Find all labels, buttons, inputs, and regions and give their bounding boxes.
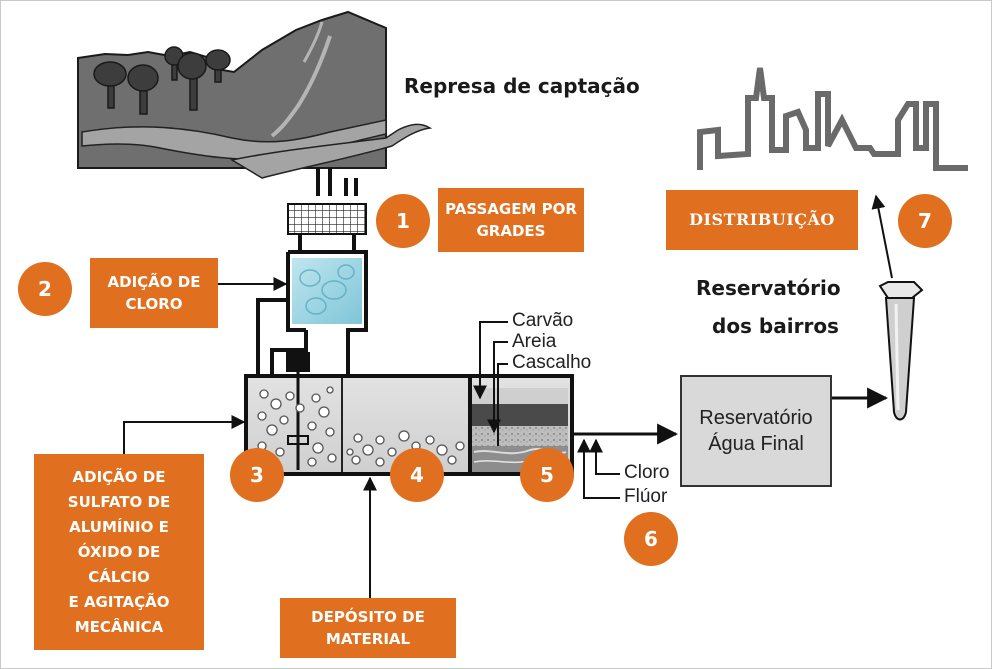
box-adicao-sulfato: ADIÇÃO DE SULFATO DE ALUMÍNIO E ÓXIDO DE… xyxy=(34,454,204,650)
title-represa: Represa de captação xyxy=(404,74,640,98)
label-cloro: Cloro xyxy=(624,462,670,483)
box-line: E AGITAÇÃO xyxy=(68,592,170,611)
step-2: 2 xyxy=(18,262,72,316)
box-line: MECÂNICA xyxy=(74,617,164,636)
box-line: DEPÓSITO DE xyxy=(311,608,425,626)
box-line: PASSAGEM POR xyxy=(445,200,577,218)
box-line: MATERIAL xyxy=(325,630,411,648)
label-carvao: Carvão xyxy=(512,310,574,331)
step-3: 3 xyxy=(230,448,284,502)
label-reservatorio-bairros-1: Reservatório xyxy=(696,276,841,300)
box-line: ALUMÍNIO E xyxy=(69,517,169,536)
box-line: SULFATO DE xyxy=(67,492,171,511)
trees xyxy=(93,46,231,115)
box-deposito-de-material: DEPÓSITO DE MATERIAL xyxy=(280,598,456,658)
city-skyline xyxy=(697,67,968,171)
water-tower xyxy=(878,281,924,421)
catchment-hill xyxy=(77,10,433,179)
label-cascalho: Cascalho xyxy=(512,352,592,373)
step-6: 6 xyxy=(624,512,678,566)
label-reservatorio-bairros-2: dos bairros xyxy=(712,314,839,338)
step-7: 7 xyxy=(898,194,952,248)
box-line: DISTRIBUIÇÃO xyxy=(689,210,835,229)
box-passagem-por-grades: PASSAGEM POR GRADES xyxy=(438,188,584,252)
label-fluor: Flúor xyxy=(624,486,668,507)
step-5: 5 xyxy=(520,448,574,502)
box-line: ÓXIDO DE xyxy=(77,542,161,561)
box-line: CÁLCIO xyxy=(88,567,150,586)
screen-grid xyxy=(287,203,367,235)
intake-pipes xyxy=(316,168,358,196)
res-line-2: Água Final xyxy=(708,433,804,455)
step-4: 4 xyxy=(390,448,444,502)
res-line-1: Reservatório xyxy=(699,407,813,429)
step-1: 1 xyxy=(376,194,430,248)
box-line: ADIÇÃO DE xyxy=(72,467,166,486)
box-line: CLORO xyxy=(125,295,183,313)
box-distribuicao: DISTRIBUIÇÃO xyxy=(666,190,858,250)
box-line: GRADES xyxy=(476,222,546,240)
label-areia: Areia xyxy=(512,331,557,352)
reservatorio-agua-final: Reservatório Água Final xyxy=(680,375,832,487)
box-adicao-de-cloro: ADIÇÃO DE CLORO xyxy=(90,258,218,328)
box-line: ADIÇÃO DE xyxy=(107,273,201,291)
